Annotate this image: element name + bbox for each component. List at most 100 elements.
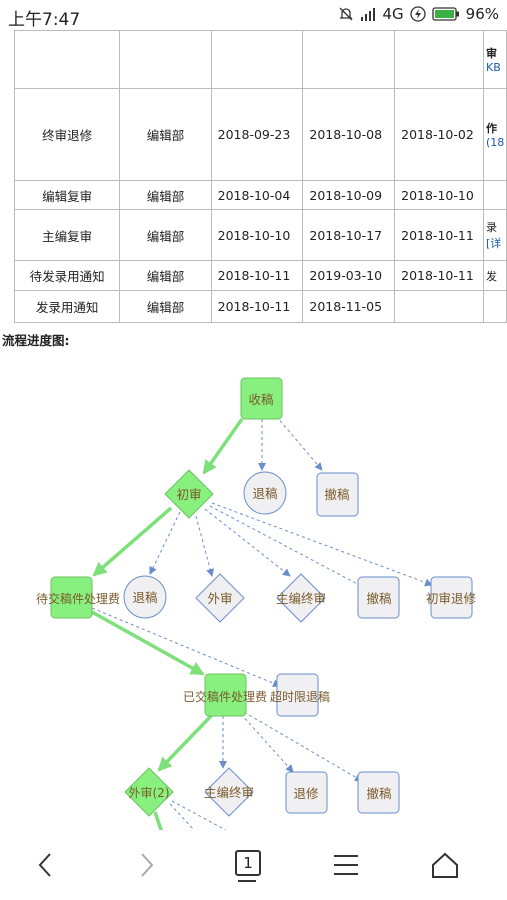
extra-link[interactable]: KB [486, 61, 501, 74]
flow-node-chaoshi-tuigao[interactable]: 超时限退稿 [270, 673, 330, 717]
node-label: 主编终审 [204, 785, 254, 800]
table-cell: 待发录用通知 [13, 260, 121, 291]
flow-node-chushen[interactable]: 初审 [164, 469, 214, 519]
battery-level: 96% [465, 5, 499, 23]
flow-node-tuixiu[interactable]: 退修 [285, 771, 328, 814]
extra-text: 录 [486, 221, 498, 234]
table-cell: 终审退修 [13, 88, 121, 181]
flow-node-zhubian-zhongshen-2[interactable]: 主编终审 [204, 767, 254, 817]
node-label: 退修 [293, 786, 319, 801]
table-cell: 2018-10-17 [302, 209, 396, 261]
table-cell: 2018-10-04 [210, 180, 304, 210]
table-cell-extra [483, 290, 507, 323]
table-cell: 发录用通知 [13, 290, 121, 323]
table-cell: 编辑部 [119, 88, 212, 181]
flow-node-tuigao-2[interactable]: 退稿 [123, 575, 167, 619]
table-row: 审 KB [13, 30, 507, 89]
node-label: 外审(2) [129, 785, 170, 800]
node-label: 退稿 [132, 590, 157, 605]
tabs-button[interactable]: 1 [207, 830, 287, 900]
signal-icon [361, 8, 376, 21]
browser-nav-bar: 1 [0, 830, 507, 900]
node-label: 收稿 [248, 392, 273, 407]
table-row: 主编复审 编辑部 2018-10-10 2018-10-17 2018-10-1… [13, 209, 507, 261]
flow-node-chegao-3[interactable]: 撤稿 [357, 771, 400, 814]
node-label: 退稿 [252, 486, 277, 501]
completed-path [91, 417, 244, 830]
table-cell: 编辑部 [119, 180, 212, 210]
extra-text: 审 [486, 47, 498, 60]
incognito-mark [238, 875, 256, 882]
flow-chart-label: 流程进度图: [2, 333, 70, 348]
table-cell: 2018-10-11 [210, 290, 304, 323]
flow-node-waishen-2[interactable]: 外审(2) [124, 767, 174, 817]
flow-node-zhubian-zhongshen[interactable]: 主编终审 [276, 573, 326, 623]
progress-table: 审 KB 终审退修 编辑部 2018-09-23 2018-10-08 2018… [13, 30, 507, 323]
node-label: 撤稿 [366, 786, 391, 801]
node-label: 外审 [207, 591, 232, 606]
table-cell [394, 30, 485, 89]
table-cell: 2018-10-08 [302, 88, 396, 181]
table-row: 待发录用通知 编辑部 2018-10-11 2019-03-10 2018-10… [13, 260, 507, 291]
status-icons: 4G 96% [338, 5, 499, 23]
flow-node-chushen-tuixiu[interactable]: 初审退修 [426, 576, 477, 619]
node-label: 初审 [176, 487, 201, 502]
table-cell: 2018-11-05 [302, 290, 396, 323]
table-row: 发录用通知 编辑部 2018-10-11 2018-11-05 [13, 290, 507, 323]
table-cell: 编辑部 [119, 209, 212, 261]
flow-node-chegao-2[interactable]: 撤稿 [357, 576, 400, 619]
table-cell: 2018-10-11 [210, 260, 304, 291]
flow-node-tuigao[interactable]: 退稿 [243, 471, 287, 515]
table-cell: 2019-03-10 [302, 260, 396, 291]
table-cell [210, 30, 304, 89]
table-cell-extra: 审 KB [483, 30, 507, 89]
table-cell: 2018-10-02 [394, 88, 485, 181]
node-label: 超时限退稿 [270, 689, 330, 704]
menu-button[interactable] [306, 830, 386, 900]
table-cell-extra: 录 [详 [483, 209, 507, 261]
table-cell: 编辑复审 [13, 180, 121, 210]
table-cell: 2018-10-11 [394, 209, 485, 261]
table-cell: 编辑部 [119, 290, 212, 323]
network-type: 4G [382, 5, 404, 23]
node-label: 主编终审 [276, 591, 326, 606]
node-label: 撤稿 [324, 487, 349, 502]
back-button[interactable] [6, 830, 86, 900]
page-content: 审 KB 终审退修 编辑部 2018-09-23 2018-10-08 2018… [0, 30, 507, 830]
forward-button[interactable] [106, 830, 186, 900]
status-bar: 上午7:47 4G 96% [0, 0, 507, 30]
table-cell-extra: 作 (18 [483, 88, 507, 181]
home-button[interactable] [405, 830, 485, 900]
table-cell: 2018-10-11 [394, 260, 485, 291]
mute-bell-icon [339, 7, 354, 21]
tabs-icon: 1 [233, 850, 261, 882]
status-time: 上午7:47 [8, 10, 81, 30]
extra-link[interactable]: (18 [486, 136, 505, 149]
flow-node-yijiao[interactable]: 已交稿件处理费 [183, 673, 267, 717]
table-cell-extra: 发 [483, 260, 507, 291]
node-label: 撤稿 [366, 591, 391, 606]
table-cell: 2018-10-09 [302, 180, 396, 210]
table-row: 终审退修 编辑部 2018-09-23 2018-10-08 2018-10-0… [13, 88, 507, 181]
home-icon [432, 852, 458, 878]
table-cell: 2018-10-10 [394, 180, 485, 210]
chevron-right-icon [141, 853, 154, 877]
table-cell [13, 30, 121, 89]
flow-node-waishen[interactable]: 外审 [195, 573, 245, 623]
table-cell: 2018-10-10 [210, 209, 304, 261]
menu-icon [334, 855, 358, 875]
battery-icon [432, 7, 459, 21]
table-cell-extra [483, 180, 507, 210]
extra-text: 作 [486, 122, 498, 135]
node-label: 已交稿件处理费 [183, 689, 267, 704]
extra-link[interactable]: [详 [486, 237, 502, 250]
chevron-left-icon [38, 853, 51, 877]
table-cell [302, 30, 396, 89]
node-label: 初审退修 [426, 591, 477, 606]
flow-node-shougao[interactable]: 收稿 [240, 377, 283, 420]
flow-node-daijiao[interactable]: 待交稿件处理费 [36, 576, 120, 619]
table-cell: 编辑部 [119, 260, 212, 291]
tab-count: 1 [235, 850, 261, 876]
flow-node-chegao[interactable]: 撤稿 [316, 472, 359, 517]
table-cell [119, 30, 212, 89]
